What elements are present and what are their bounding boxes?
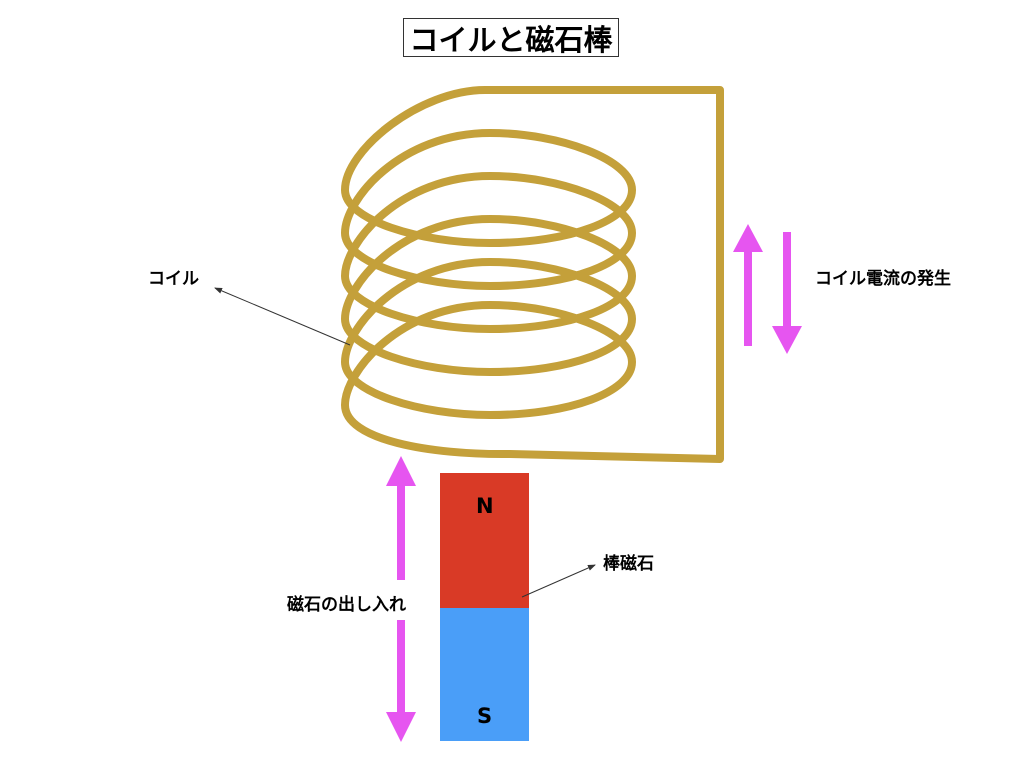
magnet-south — [440, 608, 529, 741]
current-up-arrow-icon — [733, 224, 763, 346]
magnet-leader-line — [521, 564, 596, 598]
diagram-title: コイルと磁石棒 — [403, 18, 619, 57]
magnet-north — [440, 473, 529, 608]
magnet-in-out-label: 磁石の出し入れ — [287, 595, 406, 615]
coil-label: コイル — [148, 269, 199, 289]
north-pole-label: N — [476, 494, 494, 518]
coil-current-label: コイル電流の発生 — [815, 269, 951, 289]
magnet-down-arrow-icon — [386, 620, 416, 742]
coil-wire — [341, 86, 724, 463]
coil-leader-line — [214, 287, 351, 346]
magnet-up-arrow-icon — [386, 456, 416, 580]
current-down-arrow-icon — [772, 232, 802, 354]
south-pole-label: S — [477, 704, 493, 728]
bar-magnet-label: 棒磁石 — [603, 554, 654, 574]
